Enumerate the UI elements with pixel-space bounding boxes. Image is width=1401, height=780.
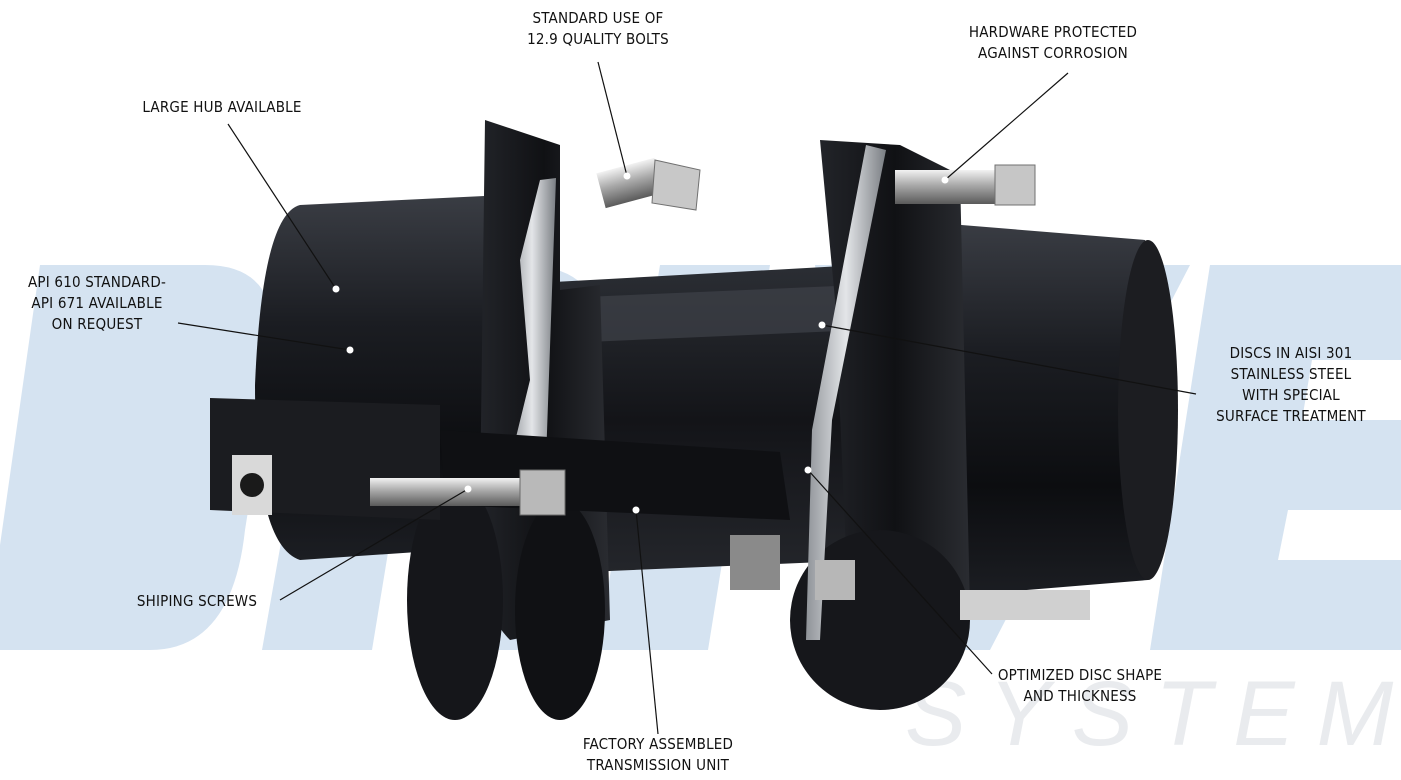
callout-discs-line-3: WITH SPECIAL (1242, 386, 1340, 404)
callout-bolts: STANDARD USE OF 12.9 QUALITY BOLTS (508, 8, 688, 50)
callout-hardware: HARDWARE PROTECTED AGAINST CORROSION (938, 22, 1168, 64)
callout-bolts-line-1: STANDARD USE OF (532, 9, 664, 27)
leader-dot-hub (332, 285, 340, 293)
coupling-illustration (210, 120, 1178, 720)
leader-bolts (597, 61, 628, 177)
callout-bolts-line-2: 12.9 QUALITY BOLTS (527, 30, 669, 48)
leader-hub (227, 123, 337, 290)
callout-discs-line-1: DISCS IN AISI 301 (1229, 344, 1353, 362)
leader-dot-screws (464, 485, 472, 493)
callout-api-line-3: ON REQUEST (51, 315, 143, 333)
callout-screws-line-1: SHIPING SCREWS (136, 592, 258, 610)
callout-factory: FACTORY ASSEMBLED TRANSMISSION UNIT (548, 734, 768, 776)
leader-lines (177, 61, 1197, 735)
callout-api-line-2: API 671 AVAILABLE (31, 294, 163, 312)
leader-dots (332, 172, 949, 514)
callout-factory-line-2: TRANSMISSION UNIT (586, 756, 730, 774)
callout-hardware-line-1: HARDWARE PROTECTED (968, 23, 1138, 41)
leader-dot-discs (818, 321, 826, 329)
callout-disc-shape-line-2: AND THICKNESS (1023, 687, 1137, 705)
leader-factory (635, 509, 659, 735)
callout-discs-line-4: SURFACE TREATMENT (1216, 407, 1366, 425)
callout-api-line-1: API 610 STANDARD- (27, 273, 167, 291)
callout-disc-shape-line-1: OPTIMIZED DISC SHAPE (997, 666, 1163, 684)
leader-disc-shape (807, 469, 993, 675)
callout-hardware-line-2: AGAINST CORROSION (978, 44, 1128, 62)
callout-discs: DISCS IN AISI 301 STAINLESS STEEL WITH S… (1186, 343, 1396, 427)
callout-factory-line-1: FACTORY ASSEMBLED (582, 735, 734, 753)
callout-disc-shape: OPTIMIZED DISC SHAPE AND THICKNESS (960, 665, 1200, 707)
leader-dot-api (346, 346, 354, 354)
callout-hub: LARGE HUB AVAILABLE (112, 97, 332, 118)
leader-discs (821, 324, 1197, 395)
leader-dot-bolts (623, 172, 631, 180)
watermark-systems: SYSTEMS (905, 663, 1401, 765)
callout-discs-line-2: STAINLESS STEEL (1230, 365, 1352, 383)
leader-dot-disc-shape (804, 466, 812, 474)
callout-screws: SHIPING SCREWS (112, 591, 282, 612)
leader-hardware (944, 72, 1069, 181)
leader-api (177, 322, 351, 351)
leader-screws (279, 488, 469, 601)
callout-api: API 610 STANDARD- API 671 AVAILABLE ON R… (2, 272, 192, 335)
leader-dot-factory (632, 506, 640, 514)
callout-hub-line-1: LARGE HUB AVAILABLE (142, 98, 302, 116)
leader-dot-hardware (941, 176, 949, 184)
